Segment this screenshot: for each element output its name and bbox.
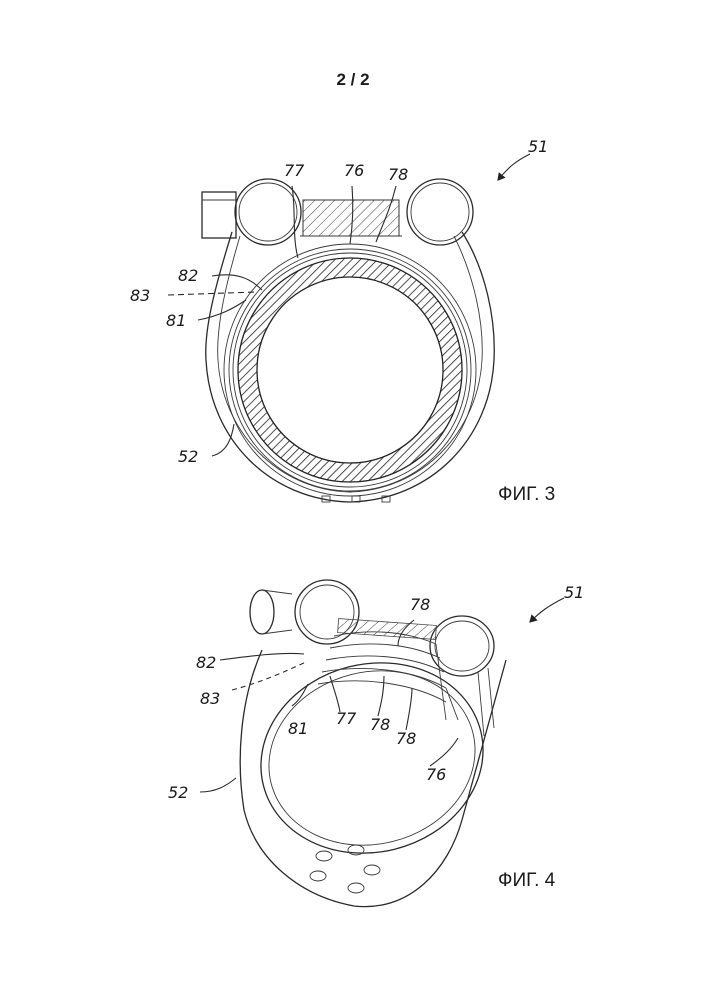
bridge-block xyxy=(303,200,399,236)
fig3-ref-82: 82 xyxy=(178,266,198,285)
clamp-body-perspective xyxy=(240,650,506,907)
screw-head xyxy=(250,590,274,634)
fig4-ref-82: 82 xyxy=(196,653,216,672)
figure-4-drawing: 51 78 82 83 81 77 78 78 76 52 xyxy=(168,580,584,907)
hole xyxy=(316,851,332,861)
fig4-ref-81: 81 xyxy=(288,719,308,738)
fig4-ref-78-top: 78 xyxy=(410,595,430,614)
clamp-opening xyxy=(241,640,504,877)
fig3-ref-81: 81 xyxy=(166,311,186,330)
roller-left xyxy=(235,179,301,245)
roller-left xyxy=(295,580,359,644)
fig3-ref-51: 51 xyxy=(528,137,548,156)
fig4-ref-78-right: 78 xyxy=(396,729,416,748)
fig3-ref-78: 78 xyxy=(388,165,408,184)
fig4-ref-76: 76 xyxy=(426,765,446,784)
hole xyxy=(364,865,380,875)
fig4-ref-52: 52 xyxy=(168,783,188,802)
figure-3-drawing: 77 76 78 82 83 81 52 51 xyxy=(130,137,548,502)
fig3-ref-77: 77 xyxy=(284,161,305,180)
pipe-wall-hatched xyxy=(238,258,462,482)
figure-3-caption: ФИГ. 3 xyxy=(498,484,555,506)
hole xyxy=(310,871,326,881)
fig4-ref-51: 51 xyxy=(564,583,584,602)
screw-head xyxy=(202,192,236,238)
fig4-ref-77: 77 xyxy=(336,709,357,728)
fig3-ref-83: 83 xyxy=(130,286,150,305)
fig4-ref-78-mid: 78 xyxy=(370,715,390,734)
roller-right xyxy=(407,179,473,245)
figure-4-caption: ФИГ. 4 xyxy=(498,870,555,892)
roller-right xyxy=(430,616,494,676)
hole xyxy=(348,883,364,893)
fig3-ref-76: 76 xyxy=(344,161,364,180)
fig3-ref-52: 52 xyxy=(178,447,198,466)
fig4-ref-83: 83 xyxy=(200,689,220,708)
